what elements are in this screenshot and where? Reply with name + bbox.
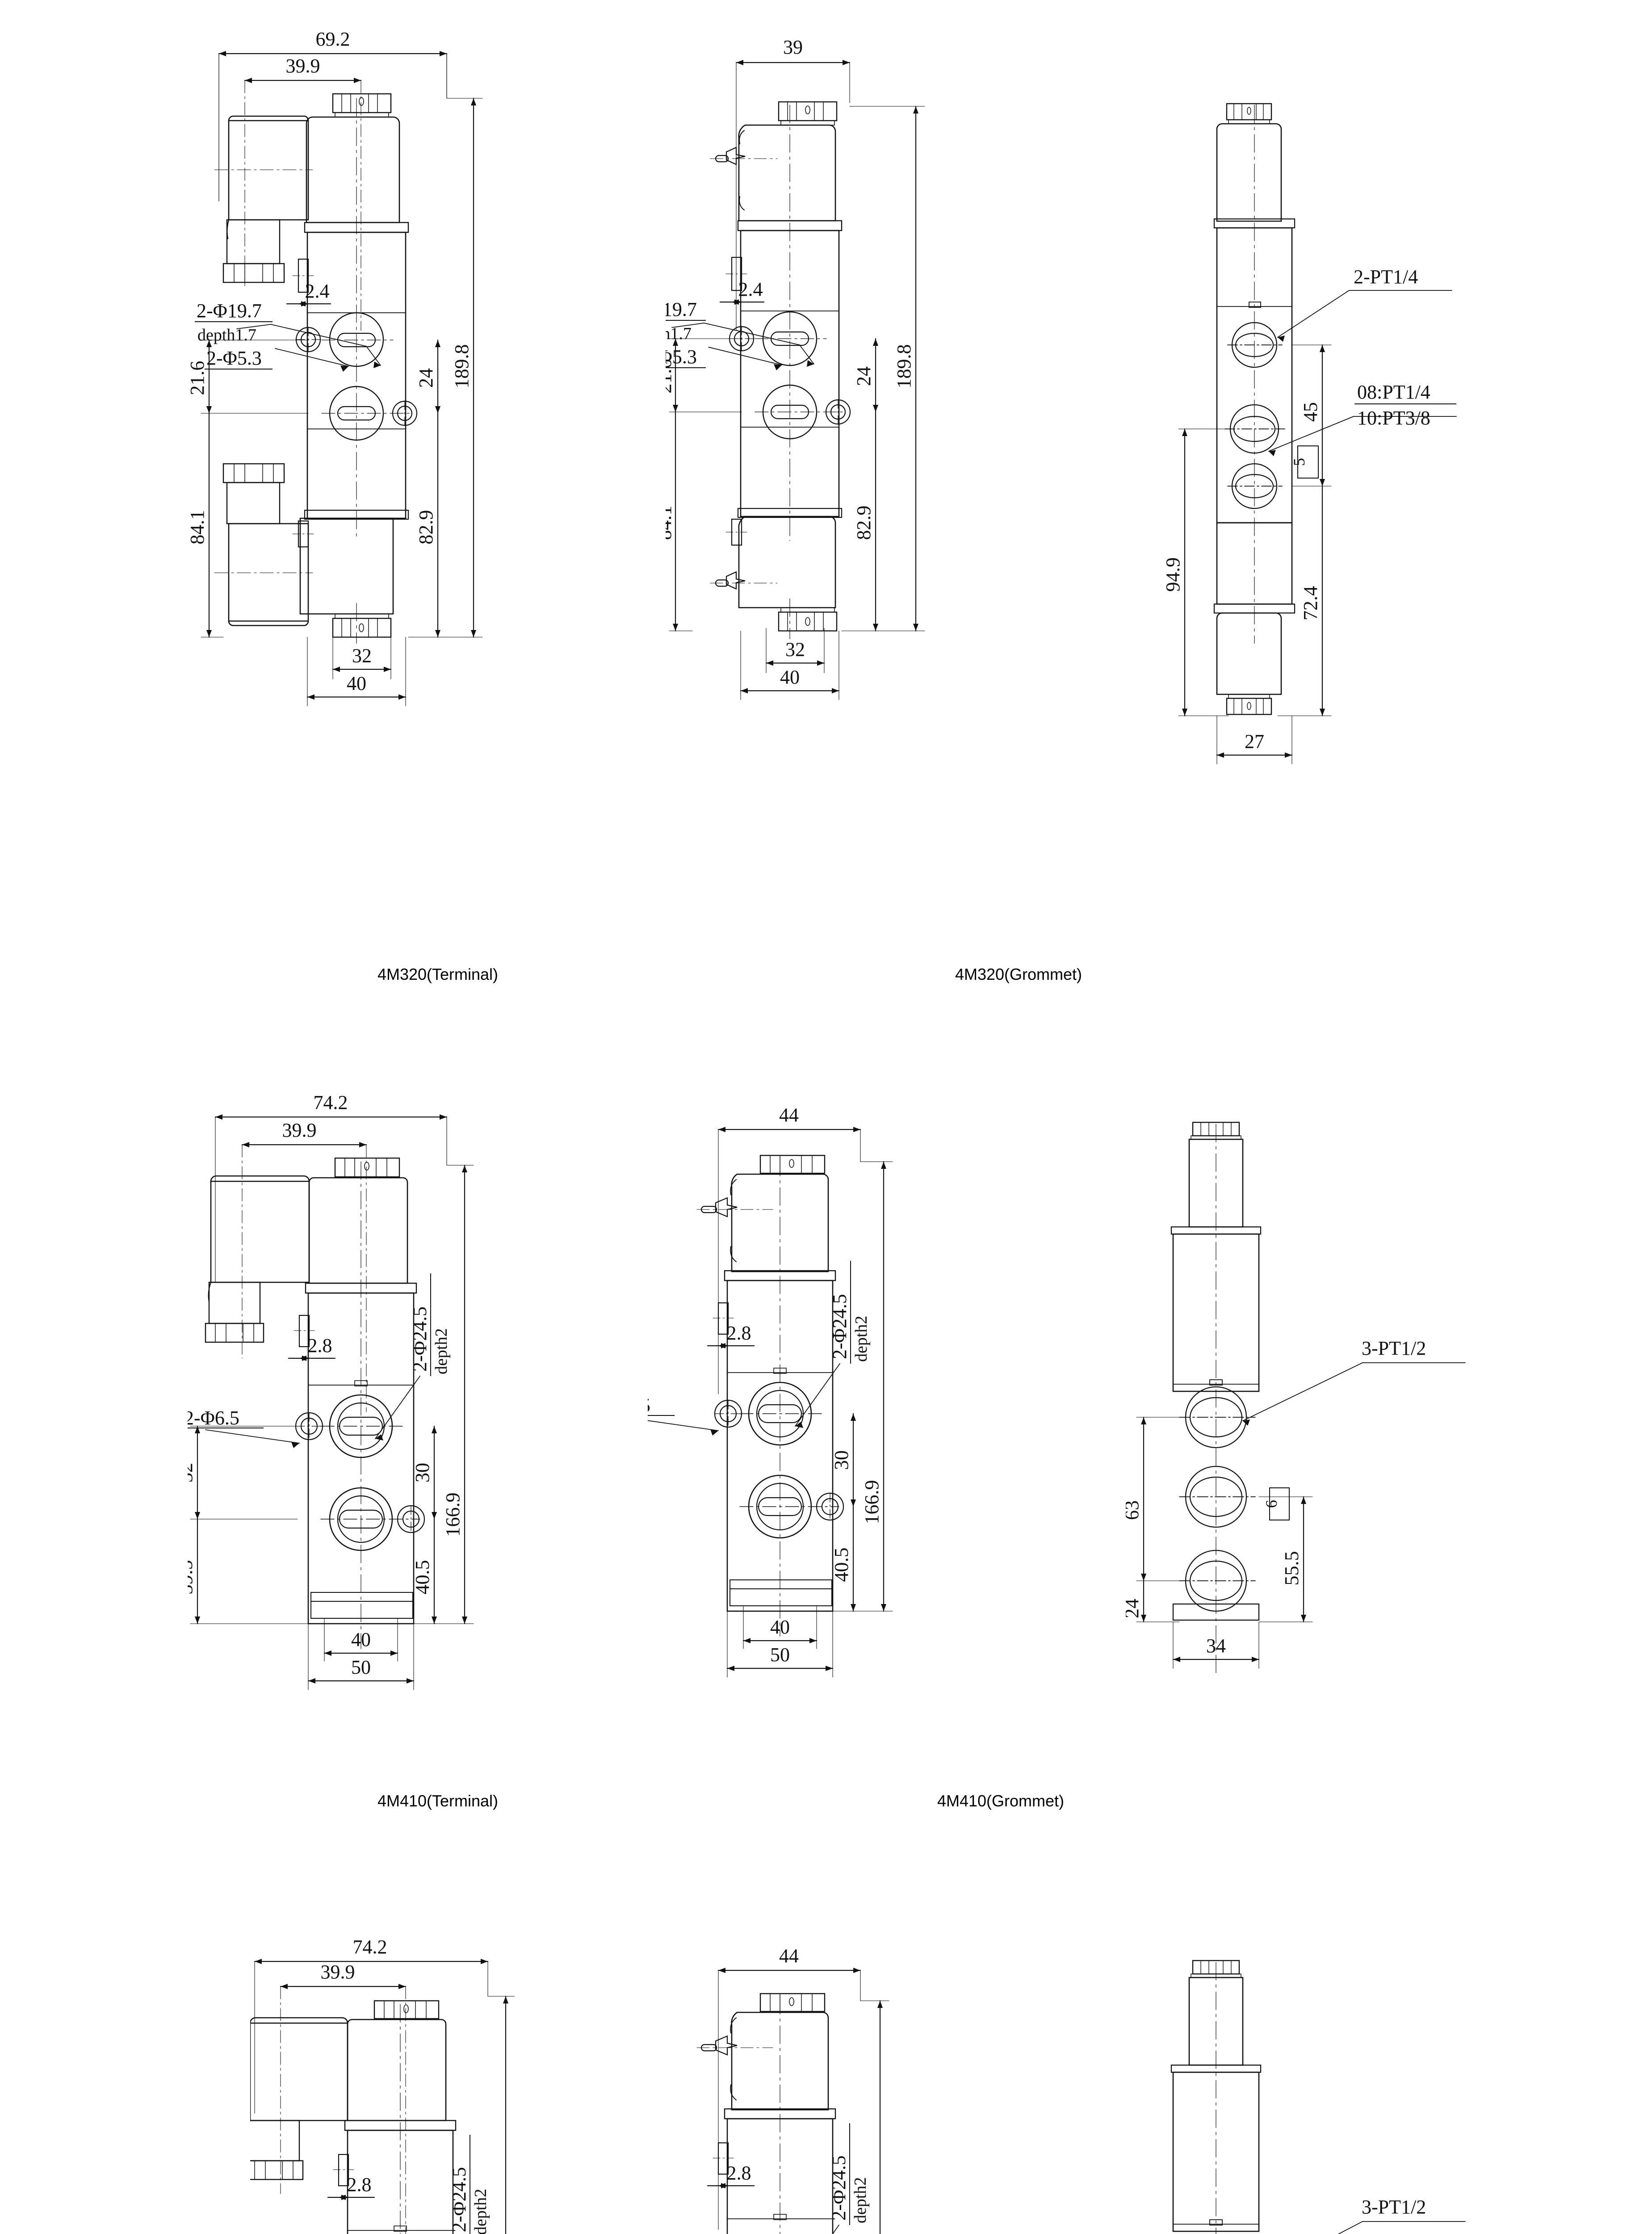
callout-pin-dia: 2-Φ6.5 [648, 1394, 650, 1416]
dim-left-total: 63 [1126, 1500, 1143, 1520]
callout-bore-dia: 2-Φ24.5 [409, 1306, 431, 1372]
view-4m420-terminal: 74.2 39.9 2.8 222.8 32 95.4 30 96.4 40 5… [250, 1936, 515, 2234]
dim-coil-width: 39.9 [286, 55, 320, 77]
dim-flange-offset: 2.8 [727, 2162, 751, 2184]
callout-bore-dia: 2-Φ24.5 [448, 2167, 470, 2232]
callout-bore-depth: depth2 [471, 2189, 490, 2234]
dim-left-lower: 84.1 [666, 506, 675, 540]
dim-right-lower: 40.5 [411, 1560, 433, 1595]
dim-right-upper: 30 [411, 1463, 433, 1482]
view-4m420-port: 3-PT1/2 63 79.9 111.4 34 6 [1170, 1960, 1466, 2234]
dim-right-lower: 82.9 [853, 506, 875, 540]
dim-left-upper: 32 [188, 1463, 197, 1482]
dim-flange-offset: 2.8 [727, 1322, 751, 1344]
dim-base-outer: 50 [351, 1656, 371, 1678]
callout-port-thread: 2-PT1/4 [1354, 266, 1418, 288]
callout-port-10: 10:PT3/8 [1357, 407, 1430, 429]
dim-boxed-value: 5 [1290, 458, 1308, 466]
caption-4m410-grommet: 4M410(Grommet) [937, 1792, 1065, 1810]
dim-left-upper: 21.6 [188, 361, 208, 395]
callout-port-thread: 3-PT1/2 [1362, 1337, 1426, 1359]
dim-overall-height: 189.8 [893, 344, 915, 389]
callout-bore-dia: 2-Φ24.5 [829, 1294, 851, 1359]
view-4m320-grommet: 39 2.4 189.8 24 82.9 21.6 84.1 32 40 2-Φ… [666, 36, 925, 700]
dim-right-upper: 30 [830, 1450, 852, 1470]
view-4m410-grommet: 44 2.8 166.9 30 40.5 32 39.5 40 50 2-Φ24… [648, 1104, 893, 1678]
dim-left-lower: 84.1 [188, 510, 208, 545]
dim-base-inner: 32 [352, 645, 372, 667]
dim-overall-width: 44 [779, 1945, 799, 1967]
dim-base-outer: 40 [780, 666, 800, 688]
dim-right-upper: 24 [415, 368, 437, 388]
callout-bore-depth: depth2 [851, 2177, 870, 2223]
dim-overall-width: 69.2 [316, 28, 350, 50]
dim-flange-offset: 2.4 [305, 280, 330, 302]
dim-flange-offset: 2.8 [347, 2174, 372, 2196]
view-4m320-port: 2-PT1/4 08:PT1/4 10:PT3/8 45 72.4 94.9 2… [1162, 103, 1457, 764]
dim-base-outer: 40 [347, 672, 366, 694]
dim-base-outer: 50 [770, 1644, 790, 1666]
dim-flange-offset: 2.4 [738, 278, 763, 300]
callout-bore-dia: 2-Φ19.7 [197, 300, 262, 322]
dim-right-lower: 40.5 [830, 1548, 852, 1582]
dim-right-lower: 82.9 [415, 510, 437, 545]
dim-right-total: 72.4 [1300, 586, 1321, 621]
callout-bore-depth: depth2 [432, 1328, 451, 1374]
dim-coil-width: 39.9 [321, 1961, 355, 1983]
dim-overall-height: 189.8 [451, 344, 473, 389]
dim-left-lower: 39.5 [188, 1560, 197, 1595]
view-4m410-terminal: 74.2 39.9 2.8 166.9 30 40.5 32 39.5 40 5… [188, 1092, 474, 1690]
dim-flange-offset: 2.8 [308, 1335, 332, 1356]
callout-port-thread: 3-PT1/2 [1362, 2196, 1426, 2218]
callout-bore-dia: 2-Φ19.7 [666, 298, 697, 320]
callout-pin-dia: 2-Φ5.3 [666, 346, 697, 368]
callout-bore-depth: depth2 [852, 1316, 871, 1362]
callout-pin-dia: 2-Φ5.3 [206, 347, 262, 369]
callout-pin-dia: 2-Φ6.5 [188, 1407, 239, 1429]
dim-left-lower: 24 [1126, 1599, 1143, 1618]
dim-overall-width: 39 [783, 36, 803, 58]
dim-left-total: 94.9 [1162, 558, 1184, 592]
dim-right-upper: 24 [853, 366, 875, 386]
callout-bore-depth: depth1.7 [666, 324, 692, 343]
dim-overall-height: 166.9 [861, 1480, 883, 1524]
dim-base-width: 34 [1206, 1635, 1226, 1657]
callout-bore-dia: 2-Φ24.5 [828, 2155, 850, 2221]
view-4m410-port: 3-PT1/2 63 24 55.5 34 6 [1126, 1121, 1466, 1676]
dim-base-width: 27 [1245, 731, 1264, 752]
dim-base-inner: 40 [770, 1616, 790, 1638]
view-4m420-grommet: 44 2.8 222.8 32 95.4 30 96.4 40 50 2-Φ24… [696, 1945, 889, 2234]
dim-overall-width: 74.2 [353, 1936, 387, 1958]
dim-port-spacing: 45 [1300, 402, 1321, 422]
callout-bore-depth: depth1.7 [197, 326, 256, 344]
dim-right-total: 55.5 [1281, 1551, 1303, 1586]
caption-4m410-terminal: 4M410(Terminal) [377, 1792, 499, 1810]
dim-boxed-value: 6 [1262, 1500, 1280, 1508]
dim-overall-width: 44 [779, 1104, 799, 1126]
caption-4m320-terminal: 4M320(Terminal) [377, 965, 499, 983]
dim-base-inner: 32 [785, 638, 805, 660]
dim-overall-height: 166.9 [442, 1493, 464, 1537]
view-4m320-terminal: 69.2 39.9 2.4 189.8 24 82.9 21.6 84.1 32… [188, 28, 483, 706]
dim-coil-width: 39.9 [282, 1119, 317, 1141]
callout-port-08: 08:PT1/4 [1357, 381, 1430, 403]
dim-overall-width: 74.2 [314, 1092, 348, 1113]
caption-4m320-grommet: 4M320(Grommet) [955, 965, 1082, 983]
dim-base-inner: 40 [351, 1629, 371, 1650]
